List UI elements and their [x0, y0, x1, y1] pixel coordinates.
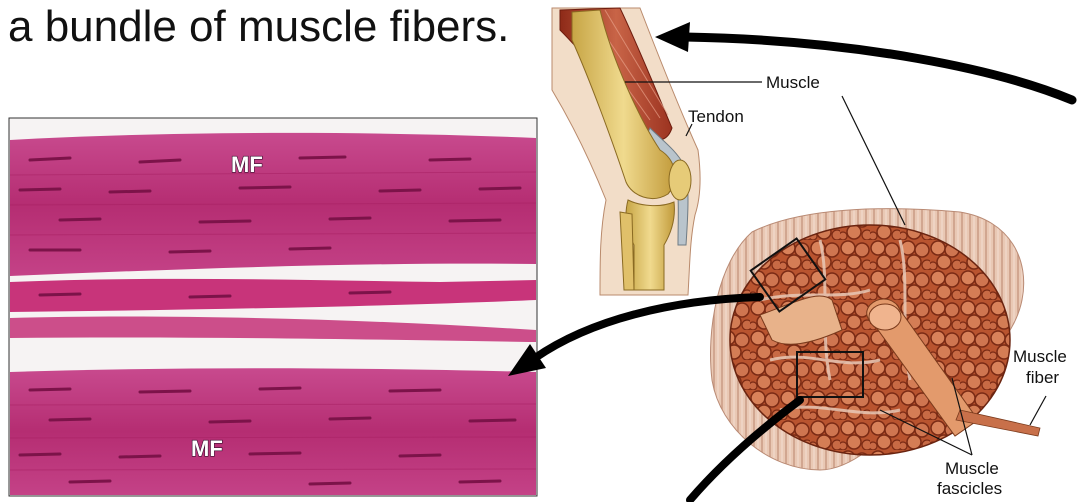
- micrograph-label-mf-bottom: MF: [191, 436, 223, 461]
- muscle-fiber-end: [869, 304, 901, 330]
- label-muscle-fiber-1: Muscle: [1013, 347, 1067, 366]
- label-muscle: Muscle: [766, 73, 820, 92]
- label-tendon: Tendon: [688, 107, 744, 126]
- label-muscle-fascicles-2: fascicles: [937, 479, 1002, 498]
- muscle-cylinder-leader-line: [842, 96, 905, 225]
- label-muscle-fascicles-1: Muscle: [945, 459, 999, 478]
- patella-bone: [669, 160, 691, 200]
- arrow-to-heading-head: [655, 22, 690, 52]
- fiber-leader-line: [1030, 396, 1046, 425]
- arrow-to-heading: [685, 37, 1072, 100]
- micrograph-panel: MF MF: [9, 118, 537, 496]
- micrograph-label-mf-top: MF: [231, 152, 263, 177]
- label-muscle-fiber-2: fiber: [1026, 368, 1059, 387]
